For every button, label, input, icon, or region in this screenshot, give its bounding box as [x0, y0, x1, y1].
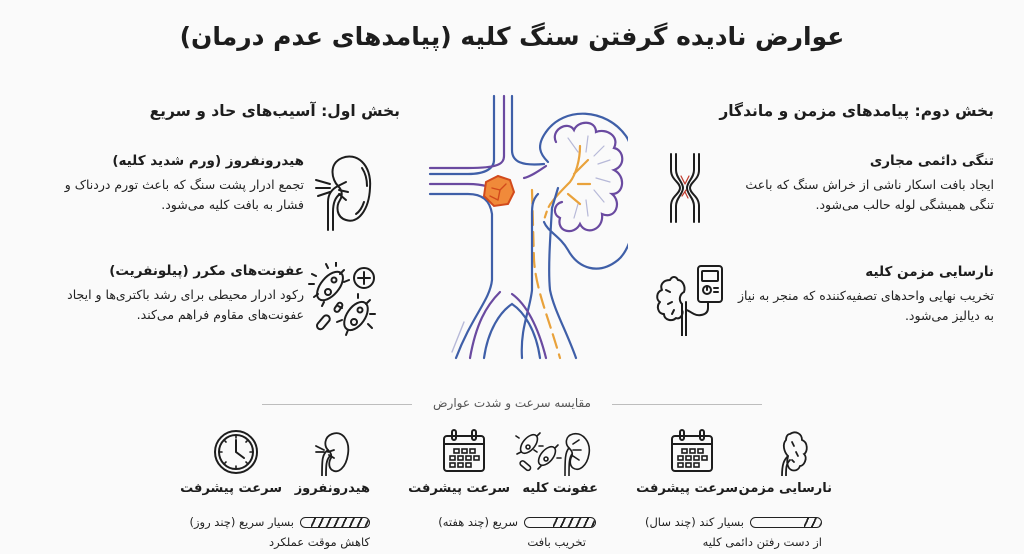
outcome-text: کاهش موقت عملکرد: [268, 535, 370, 549]
item-title: هیدرونفروز (ورم شدید کلیه): [112, 153, 304, 169]
ureter-stricture-icon: [668, 152, 702, 224]
comparison-title: مقایسه سرعت و شدت عوارض: [433, 396, 591, 410]
speed-value: سریع (چند هفته): [438, 515, 518, 529]
severity-bar-fill: [803, 518, 821, 527]
severity-bar: [524, 517, 596, 528]
kidney-ureter-stone-diagram: [428, 90, 628, 362]
divider-left: [262, 404, 412, 405]
condition-label: عفونت کلیه: [522, 481, 598, 496]
condition-label: نارسایی مزمن: [738, 481, 832, 496]
speed-label: سرعت پیشرفت: [180, 481, 282, 496]
condition-label: هیدرونفروز: [294, 481, 370, 496]
item-title: نارسایی مزمن کلیه: [865, 264, 994, 280]
dialysis-machine-icon: [652, 264, 730, 336]
severity-bar: [750, 517, 822, 528]
bacteria-icon: [308, 262, 380, 338]
calendar-icon: [669, 428, 715, 474]
chronic-item-stricture: تنگی دائمی مجاری ایجاد بافت اسکار ناشی ا…: [744, 153, 994, 215]
item-title: عفونت‌های مکرر (پیلونفریت): [109, 263, 304, 279]
kidney-bacteria-icon: [515, 430, 591, 476]
clock-icon: [212, 428, 260, 476]
speed-value: بسیار سریع (چند روز): [189, 515, 294, 529]
item-desc: ایجاد بافت اسکار ناشی از خراش سنگ که باع…: [745, 177, 994, 212]
divider-right: [612, 404, 762, 405]
page-title: عوارض نادیده گرفتن سنگ کلیه (پیامدهای عد…: [179, 22, 845, 51]
acute-item-hydronephrosis: هیدرونفروز (ورم شدید کلیه) تجمع ادرار پش…: [64, 153, 304, 215]
outcome-text: از دست رفتن دائمی کلیه: [702, 535, 822, 549]
item-desc: رکود ادرار محیطی برای رشد باکتری‌ها و ای…: [67, 287, 304, 322]
speed-label: سرعت پیشرفت: [636, 481, 738, 496]
section-acute-title: بخش اول: آسیب‌های حاد و سریع: [149, 102, 400, 120]
speed-label: سرعت پیشرفت: [408, 481, 510, 496]
kidney-icon: [312, 150, 378, 232]
calendar-icon: [441, 428, 487, 474]
kidney-icon: [314, 430, 350, 476]
severity-bar: [300, 517, 370, 528]
speed-value: بسیار کند (چند سال): [644, 515, 744, 529]
chronic-item-kidney-failure: نارسایی مزمن کلیه تخریب نهایی واحدهای تص…: [734, 264, 994, 326]
item-title: تنگی دائمی مجاری: [869, 153, 994, 169]
acute-item-pyelonephritis: عفونت‌های مکرر (پیلونفریت) رکود ادرار مح…: [54, 263, 304, 325]
severity-bar-fill: [553, 518, 595, 527]
outcome-text: تخریب بافت: [527, 535, 586, 549]
item-desc: تخریب نهایی واحدهای تصفیه‌کننده که منجر …: [737, 288, 994, 323]
failing-kidney-icon: [772, 430, 808, 476]
section-chronic-title: بخش دوم: پیامدهای مزمن و ماندگار: [719, 102, 994, 120]
severity-bar-fill: [311, 518, 369, 527]
item-desc: تجمع ادرار پشت سنگ که باعث تورم دردناک و…: [64, 177, 304, 212]
